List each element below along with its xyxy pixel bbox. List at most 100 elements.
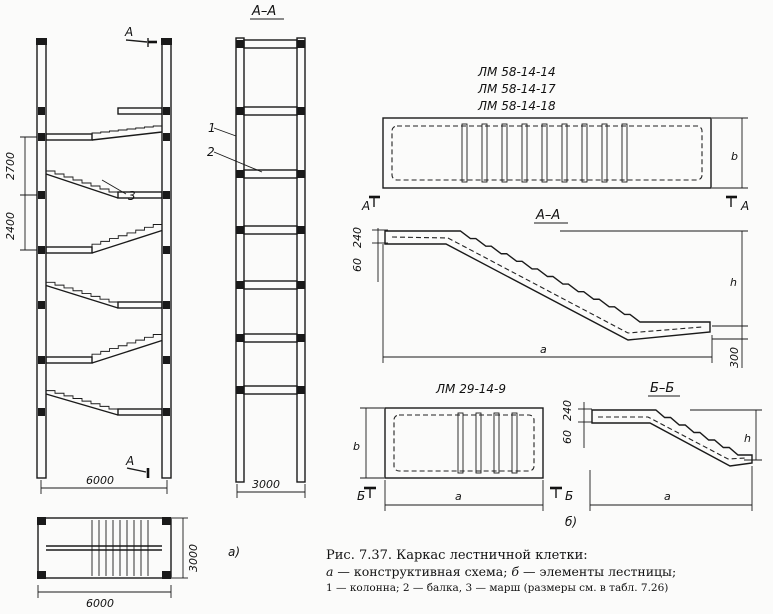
section-aa-title-left: А–А — [251, 4, 276, 19]
section-beam — [243, 385, 298, 395]
dim-6000-elev: 6000 — [86, 474, 114, 487]
beam-joint — [297, 40, 305, 48]
beam-joint — [297, 107, 305, 115]
tread-rib — [493, 412, 500, 474]
dim-a-bb: a — [664, 490, 671, 503]
section-beam — [243, 280, 298, 290]
tread-rib — [521, 123, 528, 183]
beam-joint — [236, 40, 244, 48]
flight-steps — [45, 388, 118, 410]
callout-3: 3 — [128, 189, 136, 203]
beam-joint — [236, 226, 244, 234]
lm58-17-label: ЛМ 58-14-17 — [477, 82, 556, 96]
beam-joint — [236, 386, 244, 394]
beam-joint — [38, 246, 45, 254]
beam-joint — [297, 386, 305, 394]
section-bb-title: Б–Б — [650, 381, 674, 396]
tread-rib — [457, 412, 464, 474]
section-left-column — [235, 37, 245, 483]
beam-joint — [38, 133, 45, 141]
landing — [45, 133, 93, 141]
landing — [117, 408, 163, 416]
landing — [45, 356, 93, 364]
section-right-column — [296, 37, 306, 483]
flight-steps — [91, 334, 162, 357]
small-flight-profile — [591, 409, 753, 467]
cut-b-left: Б — [357, 489, 365, 503]
section-aa-drawing: А–А 1 2 3000 — [207, 4, 306, 498]
lm29-plan-drawing: ЛМ 29-14-9 b Б Б a б) — [353, 382, 577, 529]
tread-rib — [511, 412, 518, 474]
cut-label-a-bottom: А — [125, 454, 134, 468]
section-beam — [243, 225, 298, 235]
beam-joint — [297, 226, 305, 234]
beam-joint — [38, 356, 45, 364]
tread-rib — [481, 123, 488, 183]
cut-label-a-top: А — [124, 25, 133, 39]
tread-rib — [475, 412, 482, 474]
dim-b-small: b — [353, 440, 360, 453]
dim-3000-plan: 3000 — [187, 544, 200, 572]
dim-b-top: b — [731, 150, 738, 163]
lm29-treads — [457, 412, 518, 474]
right-column-cap — [161, 38, 172, 45]
beam-joint — [163, 107, 170, 115]
section-beam — [243, 39, 298, 49]
dim-3000-section: 3000 — [252, 478, 280, 491]
dim-h-b: h — [744, 432, 751, 445]
cut-a-right: А — [740, 199, 749, 213]
landing — [117, 107, 163, 115]
dim-a-aa: a — [540, 343, 547, 356]
flight-steps — [45, 168, 118, 193]
lm29-plan-outline — [384, 407, 544, 479]
beam-joint — [38, 107, 45, 115]
landing — [117, 191, 163, 199]
beam-joint — [38, 191, 45, 199]
flight-slab — [45, 393, 119, 416]
left-column-cap — [36, 38, 47, 45]
caption-line-1: Рис. 7.37. Каркас лестничной клетки: — [326, 548, 588, 563]
tread-rib — [581, 123, 588, 183]
dim-h-a: h — [730, 276, 737, 289]
fig-label-a: а) — [228, 545, 240, 559]
plan-drawing: 3000 6000 а) — [37, 517, 240, 610]
beam-joint — [236, 170, 244, 178]
beam-joint — [163, 191, 170, 199]
beam-joint — [163, 356, 170, 364]
flight-slab — [91, 339, 163, 364]
beam-joint — [236, 107, 244, 115]
beam-joint — [163, 246, 170, 254]
tread-rib — [541, 123, 548, 183]
lm58-18-label: ЛМ 58-14-18 — [477, 99, 556, 113]
dim-60-b: 60 — [561, 430, 574, 444]
flight-profile — [384, 230, 711, 341]
beam-joint — [163, 408, 170, 416]
tread-rib — [621, 123, 628, 183]
caption-line-2: а — конструктивная схема; б — элементы л… — [326, 564, 677, 579]
tread-rib — [461, 123, 468, 183]
cut-a-left: А — [361, 199, 370, 213]
figure-caption: Рис. 7.37. Каркас лестничной клетки: а —… — [326, 548, 770, 596]
beam-joint — [236, 281, 244, 289]
callout-1: 1 — [208, 121, 216, 135]
beam-joint — [297, 170, 305, 178]
tread-rib — [501, 123, 508, 183]
section-aa-title-right: А–А — [535, 208, 560, 223]
beam-joint — [38, 301, 45, 309]
flight-slab — [91, 131, 163, 141]
dim-240-a: 240 — [351, 227, 364, 248]
lm58-plan-outline — [382, 117, 712, 189]
beam-joint — [163, 301, 170, 309]
section-beam — [243, 333, 298, 343]
elevation-drawing: А А 3 2700 2400 6000 — [4, 25, 172, 494]
flight-slab — [91, 229, 163, 254]
elevation-flights — [45, 125, 163, 416]
flight-steps — [91, 125, 162, 134]
beam-joint — [236, 334, 244, 342]
beam-joint — [163, 133, 170, 141]
dim-60-a: 60 — [351, 258, 364, 272]
plan-treads — [91, 520, 149, 576]
dim-2700: 2700 — [4, 152, 17, 180]
